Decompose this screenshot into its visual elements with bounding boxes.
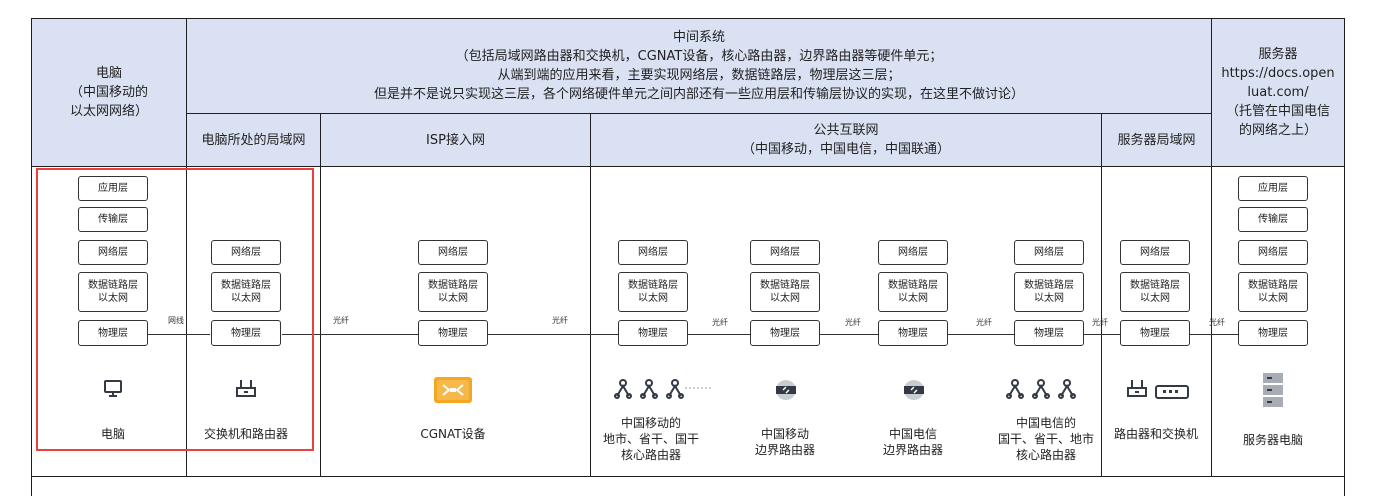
cm-core-device-label: 中国移动的 地市、省干、国干 核心路由器 [602,416,699,462]
grid-line [1101,166,1102,476]
lan-subheader: 电脑所处的局域网 [186,113,321,167]
cm-core-physical-layer: 物理层 [618,320,688,346]
server-header-text: 服务器 https://docs.open luat.com/ （托管在中国电信… [1221,47,1335,138]
cgnat-device-icon [434,377,472,403]
server-lan-network-layer: 网络层 [1120,240,1190,265]
fiber-label: 光纤 [845,318,861,327]
server-datalink-layer: 数据链路层 以太网 [1238,272,1308,312]
server-lan-subheader-text: 服务器局域网 [1117,132,1196,148]
server-icon [1263,373,1283,407]
middle-system-header: 中间系统 （包括局域网路由器和交换机，CGNAT设备，核心路由器，边界路由器等硬… [186,18,1212,114]
lan-subheader-text: 电脑所处的局域网 [201,132,306,148]
router-switch-device-label: 路由器和交换机 [1113,427,1198,441]
grid-line [590,166,591,476]
cable-label: 网线 [168,316,184,325]
grid-line [320,166,321,476]
cable-link [148,334,210,335]
server-transport-layer: 传输层 [1238,207,1308,232]
server-device-label: 服务器电脑 [1242,433,1303,447]
fiber-label: 光纤 [1209,318,1225,327]
border-router-icon [776,380,796,400]
pc-datalink-layer: 数据链路层 以太网 [78,272,148,312]
ct-core-datalink-layer: 数据链路层 以太网 [1014,272,1084,312]
cgnat-network-layer: 网络层 [418,240,488,265]
fiber-label: 光纤 [1092,318,1108,327]
router-icon [1127,380,1147,397]
cm-border-network-layer: 网络层 [750,240,820,265]
fiber-link [282,334,418,335]
server-column-header: 服务器 https://docs.open luat.com/ （托管在中国电信… [1211,18,1345,167]
ct-core-network-layer: 网络层 [1014,240,1084,265]
core-routers-icon [614,379,712,399]
ct-border-datalink-layer: 数据链路层 以太网 [878,272,948,312]
pc-column-header: 电脑 （中国移动的 以太网网络） [31,18,187,167]
server-physical-layer: 物理层 [1238,320,1308,346]
pc-transport-layer: 传输层 [78,207,148,232]
pc-application-layer: 应用层 [78,176,148,201]
grid-line [186,166,187,476]
public-internet-subheader: 公共互联网 （中国移动，中国电信，中国联通） [590,113,1102,167]
isp-subheader-text: ISP接入网 [426,132,485,148]
server-network-layer: 网络层 [1238,240,1308,265]
server-application-layer: 应用层 [1238,176,1308,201]
cgnat-device-label: CGNAT设备 [420,427,486,441]
server-lan-datalink-layer: 数据链路层 以太网 [1120,272,1190,312]
fiber-link [1084,334,1120,335]
switch-router-device-label: 交换机和路由器 [203,427,288,441]
ct-core-physical-layer: 物理层 [1014,320,1084,346]
server-lan-subheader: 服务器局域网 [1101,113,1212,167]
grid-line [1344,166,1345,496]
router-icon [236,380,256,397]
monitor-icon [104,380,122,397]
ct-core-device-label: 中国电信的 国干、省干、地市 核心路由器 [997,416,1094,462]
grid-line [31,166,32,496]
middle-system-text: 中间系统 （包括局域网路由器和交换机，CGNAT设备，核心路由器，边界路由器等硬… [373,30,1024,102]
pc-physical-layer: 物理层 [78,320,148,346]
fiber-link [688,334,750,335]
fiber-label: 光纤 [976,318,992,327]
public-internet-subheader-text: 公共互联网 （中国移动，中国电信，中国联通） [741,123,950,157]
ct-border-device-label: 中国电信 边界路由器 [882,427,943,457]
border-router-icon [904,380,924,400]
grid-line [1211,166,1212,476]
fiber-link [948,334,1014,335]
isp-subheader: ISP接入网 [320,113,591,167]
cm-core-network-layer: 网络层 [618,240,688,265]
ct-border-network-layer: 网络层 [878,240,948,265]
cm-border-physical-layer: 物理层 [750,320,820,346]
lan-physical-layer: 物理层 [211,320,281,346]
fiber-link [1190,334,1238,335]
ct-border-physical-layer: 物理层 [878,320,948,346]
fiber-label: 光纤 [552,316,568,325]
fiber-label: 光纤 [333,316,349,325]
fiber-link [488,334,618,335]
server-lan-physical-layer: 物理层 [1120,320,1190,346]
cgnat-datalink-layer: 数据链路层 以太网 [418,272,488,312]
grid-line [31,476,1345,477]
highlight-box [36,168,314,451]
lan-datalink-layer: 数据链路层 以太网 [211,272,281,312]
core-routers-icon [1006,379,1076,399]
fiber-label: 光纤 [712,318,728,327]
switch-icon [1155,385,1189,399]
pc-header-text: 电脑 （中国移动的 以太网网络） [69,66,148,119]
pc-device-label: 电脑 [100,427,125,441]
cm-border-device-label: 中国移动 边界路由器 [754,427,815,457]
cgnat-physical-layer: 物理层 [418,320,488,346]
cm-border-datalink-layer: 数据链路层 以太网 [750,272,820,312]
cm-core-datalink-layer: 数据链路层 以太网 [618,272,688,312]
lan-network-layer: 网络层 [211,240,281,265]
fiber-link [820,334,878,335]
pc-network-layer: 网络层 [78,240,148,265]
